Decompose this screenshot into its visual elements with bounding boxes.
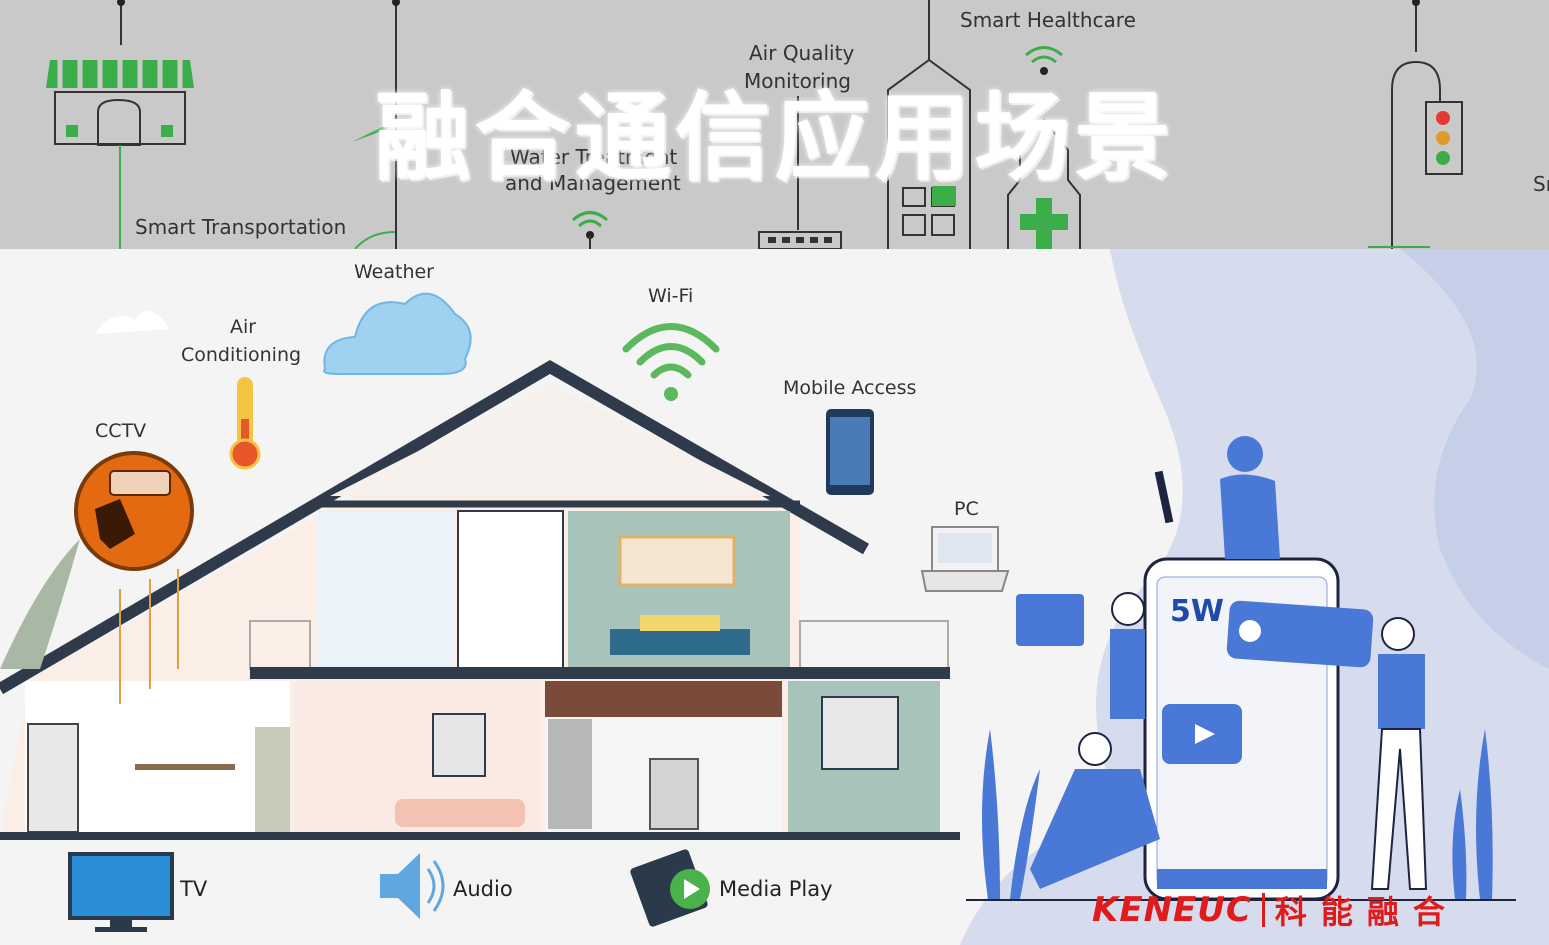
play-icon: [1195, 724, 1215, 744]
weather-label: Weather: [354, 261, 434, 283]
wifi-icon: [622, 323, 720, 379]
media-play-icon: [630, 849, 710, 927]
tv-label: TV: [180, 877, 208, 901]
air-label: Air: [230, 316, 257, 338]
mobile-phone-icon: [826, 409, 874, 495]
plant-right-icon: [1452, 729, 1493, 899]
media-play-label: Media Play: [719, 877, 833, 901]
cctv-icon: [74, 451, 194, 571]
chat-card-icon: [1226, 600, 1374, 668]
audio-label: Audio: [453, 877, 513, 901]
mobile-access-label: Mobile Access: [783, 377, 917, 399]
speaker-icon: [380, 853, 445, 919]
thermometer-icon: [229, 377, 261, 470]
person-left-icon: [1110, 592, 1145, 719]
smart-home-illustration: [0, 249, 1549, 945]
tv-icon: [68, 852, 174, 932]
medical-cross-icon: [1020, 198, 1068, 249]
laptop-icon: [920, 526, 1010, 592]
traffic-light-icon: [1368, 0, 1463, 249]
smart-city-illustration: [46, 0, 1463, 249]
healthcare-wifi-icon: [1025, 46, 1063, 64]
smart-healthcare-label: Smart Healthcare: [960, 8, 1136, 32]
small-cloud-icon: [95, 311, 170, 334]
plant-left-icon: [981, 729, 1040, 899]
weather-cloud-icon: [323, 292, 472, 375]
air-conditioning-label: Conditioning: [181, 344, 302, 366]
page-title: 融合通信应用场景: [374, 82, 1175, 194]
air-quality-monitoring-label: Monitoring: [744, 69, 851, 93]
hospital-icon: [1007, 118, 1081, 249]
smart-city-banner: Smart Transportation Water Treatment and…: [0, 0, 1549, 249]
person-top-icon: [1154, 436, 1280, 559]
brand-logo: KENEUC 科能融合: [1092, 890, 1459, 931]
phone-logo-text: 5W: [1170, 594, 1224, 629]
water-wifi-icon: [572, 211, 608, 228]
air-building-icon: [758, 231, 842, 249]
brand-divider: [1261, 893, 1265, 927]
pc-label: PC: [954, 498, 979, 520]
water-treatment-label: Water Treatment: [510, 145, 678, 169]
house-icon: [0, 360, 960, 840]
wifi-label: Wi-Fi: [648, 285, 694, 307]
water-management-label: and Management: [505, 171, 681, 195]
message-card-icon: [1016, 594, 1084, 646]
cut-off-label: Sr: [1533, 172, 1549, 196]
store-icon: [46, 0, 194, 249]
person-kneeling-icon: [1030, 732, 1160, 889]
person-right-icon: [1370, 617, 1428, 890]
smart-transportation-label: Smart Transportation: [135, 215, 347, 239]
cctv-label: CCTV: [95, 420, 147, 442]
smart-home-section: Weather Air Conditioning Wi-Fi CCTV Mobi…: [0, 249, 1549, 945]
air-quality-label: Air Quality: [749, 41, 855, 65]
brand-name-en: KENEUC: [1092, 890, 1252, 930]
brand-name-cn: 科能融合: [1274, 893, 1459, 931]
